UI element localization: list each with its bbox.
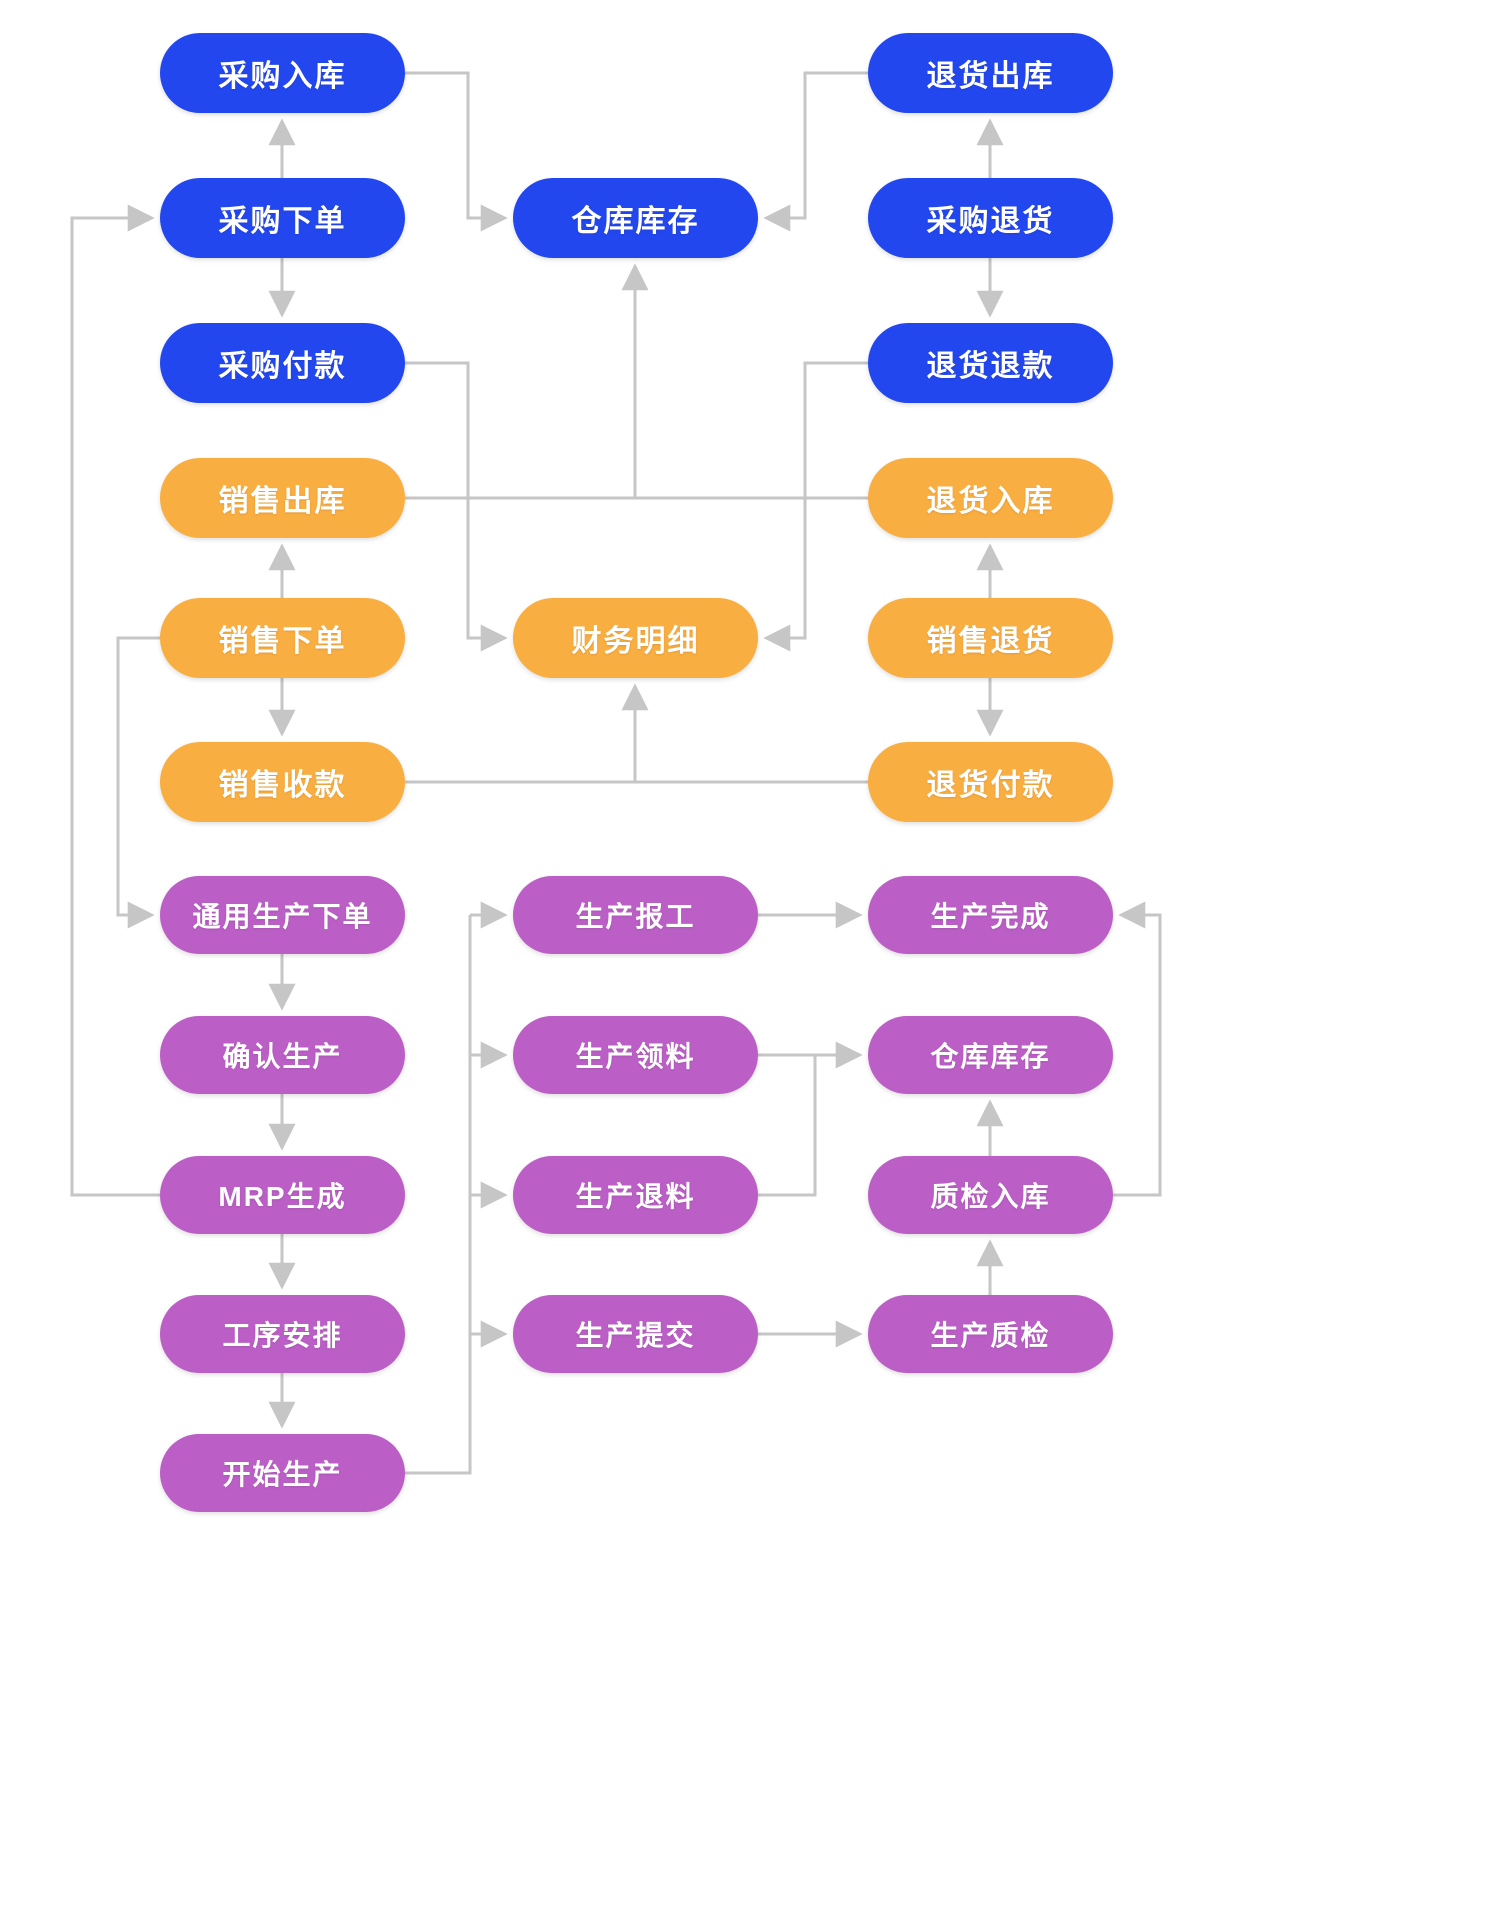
node-sales-outbound[interactable]: 销售出库	[160, 458, 405, 538]
edge-sales-receipt-to-finance-detail	[405, 683, 649, 784]
node-production-picking[interactable]: 生产领料	[513, 1016, 758, 1094]
edge-purchase-payment-to-finance-detail	[405, 361, 508, 652]
node-production-report[interactable]: 生产报工	[513, 876, 758, 954]
edge-mrp-to-purchase-order	[70, 204, 160, 1197]
edge-sales-outbound-to-warehouse-stock	[405, 263, 649, 500]
edge-sales-order-to-generic-production-order	[116, 636, 160, 929]
node-purchase-inbound[interactable]: 采购入库	[160, 33, 405, 113]
edge-purchase-inbound-to-warehouse-stock	[405, 71, 508, 232]
node-sales-return[interactable]: 销售退货	[868, 598, 1113, 678]
edge-production-return-material-to-warehouse-stock-prod	[758, 1055, 817, 1197]
node-production-qc[interactable]: 生产质检	[868, 1295, 1113, 1373]
node-purchase-return[interactable]: 采购退货	[868, 178, 1113, 258]
node-return-payment[interactable]: 退货付款	[868, 742, 1113, 822]
node-mrp-generate[interactable]: MRP生成	[160, 1156, 405, 1234]
node-production-return-material[interactable]: 生产退料	[513, 1156, 758, 1234]
node-purchase-payment[interactable]: 采购付款	[160, 323, 405, 403]
node-return-outbound[interactable]: 退货出库	[868, 33, 1113, 113]
node-warehouse-stock-production[interactable]: 仓库库存	[868, 1016, 1113, 1094]
edge-return-outbound-to-warehouse-stock	[763, 71, 868, 232]
node-return-inbound[interactable]: 退货入库	[868, 458, 1113, 538]
node-sales-receipt[interactable]: 销售收款	[160, 742, 405, 822]
node-production-complete[interactable]: 生产完成	[868, 876, 1113, 954]
node-start-production[interactable]: 开始生产	[160, 1434, 405, 1512]
node-sales-order[interactable]: 销售下单	[160, 598, 405, 678]
node-finance-detail[interactable]: 财务明细	[513, 598, 758, 678]
edge-qc-inbound-to-production-complete	[1113, 901, 1162, 1197]
node-production-submit[interactable]: 生产提交	[513, 1295, 758, 1373]
node-confirm-production[interactable]: 确认生产	[160, 1016, 405, 1094]
node-qc-inbound[interactable]: 质检入库	[868, 1156, 1113, 1234]
node-generic-production-order[interactable]: 通用生产下单	[160, 876, 405, 954]
node-purchase-order[interactable]: 采购下单	[160, 178, 405, 258]
edge-return-refund-to-finance-detail	[763, 361, 868, 652]
node-process-scheduling[interactable]: 工序安排	[160, 1295, 405, 1373]
node-return-refund[interactable]: 退货退款	[868, 323, 1113, 403]
node-warehouse-stock[interactable]: 仓库库存	[513, 178, 758, 258]
edge-start-production-trunk	[405, 915, 472, 1475]
